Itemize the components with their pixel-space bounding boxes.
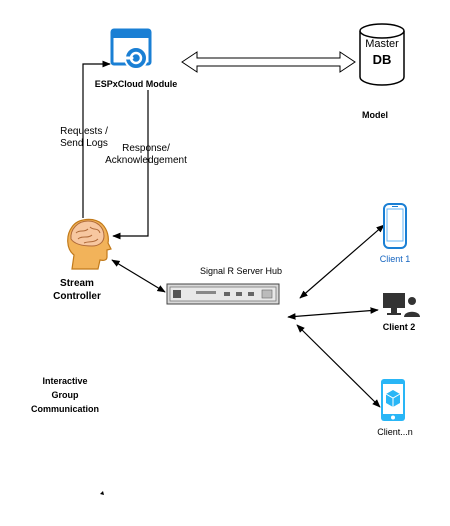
master-db-label-line1: Master: [365, 38, 399, 50]
smartphone-icon[interactable]: [383, 203, 407, 249]
stream-controller-label-line2: Controller: [53, 291, 101, 302]
brain-head-icon[interactable]: [62, 215, 112, 273]
master-db-label-line2: DB: [372, 52, 392, 67]
caption-line2: Group: [51, 390, 79, 400]
requests-label-line1: Requests /: [60, 126, 108, 137]
hub-clientn-connector: [296, 324, 381, 408]
mobile-app-icon[interactable]: [380, 378, 406, 422]
response-label-line2: Acknowledgement: [105, 155, 187, 166]
hub-client2-connector: [287, 307, 379, 320]
client1-label: Client 1: [379, 254, 411, 264]
stream-controller-label-line1: Stream: [60, 278, 94, 289]
database-icon[interactable]: [357, 22, 407, 88]
model-label: Model: [362, 110, 388, 120]
server-rack-icon[interactable]: [166, 283, 280, 305]
response-connector: [112, 90, 149, 240]
caption-line3: Communication: [30, 404, 99, 414]
espx-module-label: ESPxCloud Module: [94, 79, 178, 89]
requests-label-line2: Send Logs: [60, 138, 108, 149]
caption-line1: Interactive: [42, 376, 88, 386]
controller-hub-connector: [111, 259, 166, 293]
response-label-line1: Response/: [122, 143, 170, 154]
client2-label: Client 2: [382, 322, 416, 332]
stray-mark: [100, 491, 104, 495]
clientn-label: Client...n: [377, 427, 413, 437]
signalr-hub-label: Signal R Server Hub: [200, 266, 283, 276]
cloud-module-icon[interactable]: [110, 28, 156, 74]
hub-client1-connector: [299, 224, 385, 299]
requests-connector: [82, 60, 111, 218]
desktop-user-icon[interactable]: [382, 292, 420, 318]
module-db-double-arrow: [181, 51, 356, 73]
